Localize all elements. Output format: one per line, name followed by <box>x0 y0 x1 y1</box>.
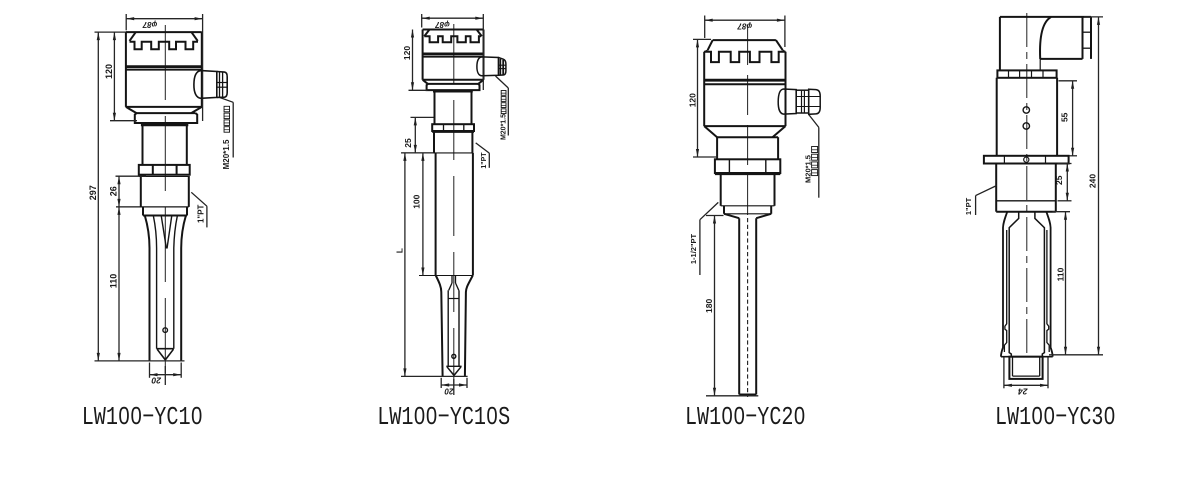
svg-text:25: 25 <box>403 138 413 148</box>
svg-text:20: 20 <box>444 386 454 395</box>
svg-text:110: 110 <box>109 274 119 289</box>
svg-text:L: L <box>394 248 404 253</box>
svg-text:φ87: φ87 <box>142 20 157 29</box>
svg-text:1"PT: 1"PT <box>481 152 488 169</box>
svg-text:120: 120 <box>688 93 698 107</box>
svg-text:LW100−YC30: LW100−YC30 <box>995 402 1116 432</box>
svg-text:1"PT: 1"PT <box>197 204 206 223</box>
svg-text:110: 110 <box>1055 267 1065 281</box>
svg-text:1-1/2"PT: 1-1/2"PT <box>689 233 698 264</box>
svg-text:180: 180 <box>704 299 714 313</box>
svg-text:1"PT: 1"PT <box>964 197 973 215</box>
svg-text:24: 24 <box>1018 386 1029 396</box>
svg-text:120: 120 <box>104 64 114 79</box>
svg-text:26: 26 <box>109 186 119 196</box>
svg-text:240: 240 <box>1087 174 1097 188</box>
svg-text:100: 100 <box>412 194 422 208</box>
svg-text:LW100−YC10: LW100−YC10 <box>82 402 203 432</box>
svg-text:297: 297 <box>88 185 98 200</box>
svg-text:φ87: φ87 <box>737 22 752 31</box>
svg-text:55: 55 <box>1059 112 1069 122</box>
svg-text:LW100−YC10S: LW100−YC10S <box>377 402 510 432</box>
svg-text:LW100−YC20: LW100−YC20 <box>685 402 806 432</box>
svg-text:M20*1.5: M20*1.5 <box>803 155 812 183</box>
svg-text:120: 120 <box>402 46 412 60</box>
svg-text:20: 20 <box>151 376 162 386</box>
svg-text:25: 25 <box>1054 175 1064 185</box>
svg-text:M20*1.5: M20*1.5 <box>222 139 231 169</box>
svg-text:M20*1.5: M20*1.5 <box>501 114 508 140</box>
svg-text:φ87: φ87 <box>435 20 450 29</box>
